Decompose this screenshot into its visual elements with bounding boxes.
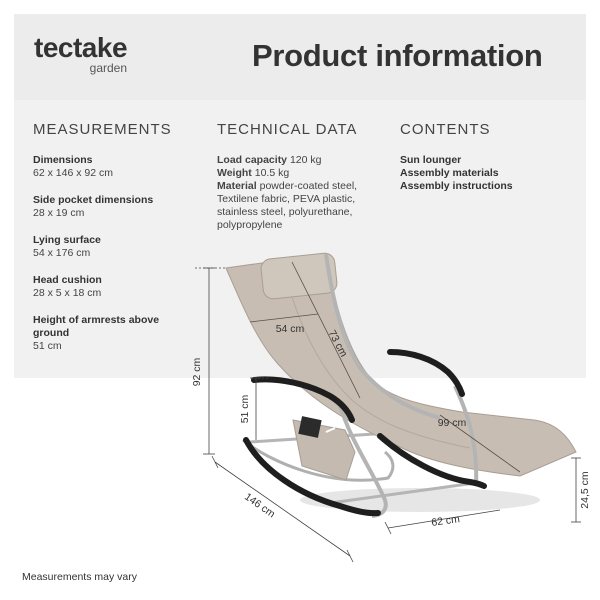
measurement-item: Side pocket dimensions 28 x 19 cm	[33, 194, 203, 220]
measurement-item: Head cushion 28 x 5 x 18 cm	[33, 274, 203, 300]
material-value: powder-coated steel, Textilene fabric, P…	[217, 180, 358, 231]
weight-value: 10.5 kg	[254, 167, 290, 179]
dim-tick	[384, 521, 392, 535]
contents-heading: CONTENTS	[400, 121, 491, 138]
dim-label-width: 62 cm	[431, 513, 461, 529]
rocker-base	[243, 437, 381, 517]
dim-tick	[211, 455, 219, 469]
measurements-heading: MEASUREMENTS	[33, 121, 172, 138]
material-label: Material	[217, 180, 257, 192]
load-capacity: Load capacity 120 kg	[217, 154, 375, 167]
measurement-label: Side pocket dimensions	[33, 194, 154, 206]
dim-label-height: 92 cm	[191, 357, 203, 386]
measurement-label: Dimensions	[33, 154, 93, 166]
technical-heading: TECHNICAL DATA	[217, 121, 358, 138]
measurement-label: Head cushion	[33, 274, 102, 286]
ground-shadow	[300, 488, 540, 512]
dim-line-depth	[214, 461, 351, 557]
dim-label-armrest: 51 cm	[239, 394, 251, 423]
measurement-value: 51 cm	[33, 340, 62, 352]
dim-label-leg-length: 99 cm	[438, 417, 467, 429]
armrest	[251, 376, 355, 423]
brand-sub: garden	[89, 61, 128, 75]
dim-label-depth: 146 cm	[242, 491, 277, 521]
side-frame	[324, 253, 441, 420]
frame-rail	[242, 438, 395, 482]
dim-line-seat-width	[249, 313, 319, 323]
material: Material powder-coated steel, Textilene …	[217, 180, 375, 232]
dim-tick	[346, 549, 354, 563]
contents-item: Assembly materials	[400, 167, 499, 179]
measurement-item: Dimensions 62 x 146 x 92 cm	[33, 154, 203, 180]
dim-line-leg-length	[439, 414, 521, 473]
seat-seam	[282, 261, 471, 449]
measurement-value: 28 x 5 x 18 cm	[33, 287, 102, 299]
measurement-value: 28 x 19 cm	[33, 207, 85, 219]
contents-item: Assembly instructions	[400, 180, 513, 192]
contents-column: CONTENTS Sun lounger Assembly materials …	[400, 122, 570, 193]
dim-label-rocker: 24,5 cm	[579, 471, 591, 509]
load-label: Load capacity	[217, 154, 288, 166]
brand-logo: tectake garden	[34, 32, 128, 75]
measurement-value: 54 x 176 cm	[33, 247, 91, 259]
weight-label: Weight	[217, 167, 252, 179]
side-frame	[453, 385, 479, 487]
measurement-label: Height of armrests above ground	[33, 314, 160, 339]
measurement-label: Lying surface	[33, 234, 101, 246]
technical-column: TECHNICAL DATA Load capacity 120 kg Weig…	[217, 122, 387, 232]
measurement-item: Height of armrests above ground 51 cm	[33, 314, 203, 353]
measurements-column: MEASUREMENTS Dimensions 62 x 146 x 92 cm…	[33, 122, 203, 367]
brand-name: tectake	[34, 32, 128, 63]
footnote: Measurements may vary	[22, 571, 137, 583]
header-bar	[14, 14, 586, 100]
page-title: Product information	[252, 38, 543, 73]
pocket-phone	[298, 416, 322, 438]
dim-line-width	[387, 509, 501, 529]
frame-crossbar	[329, 481, 476, 505]
armrest	[387, 349, 465, 397]
contents-item: Sun lounger	[400, 154, 462, 166]
dim-label-seat-width: 54 cm	[276, 323, 305, 335]
rocker-base	[377, 433, 487, 489]
measurement-value: 62 x 146 x 92 cm	[33, 167, 113, 179]
measurement-item: Lying surface 54 x 176 cm	[33, 234, 203, 260]
dim-line-back-length	[291, 261, 361, 399]
pocket-item	[325, 427, 336, 433]
weight: Weight 10.5 kg	[217, 167, 375, 180]
load-value: 120 kg	[289, 154, 322, 166]
